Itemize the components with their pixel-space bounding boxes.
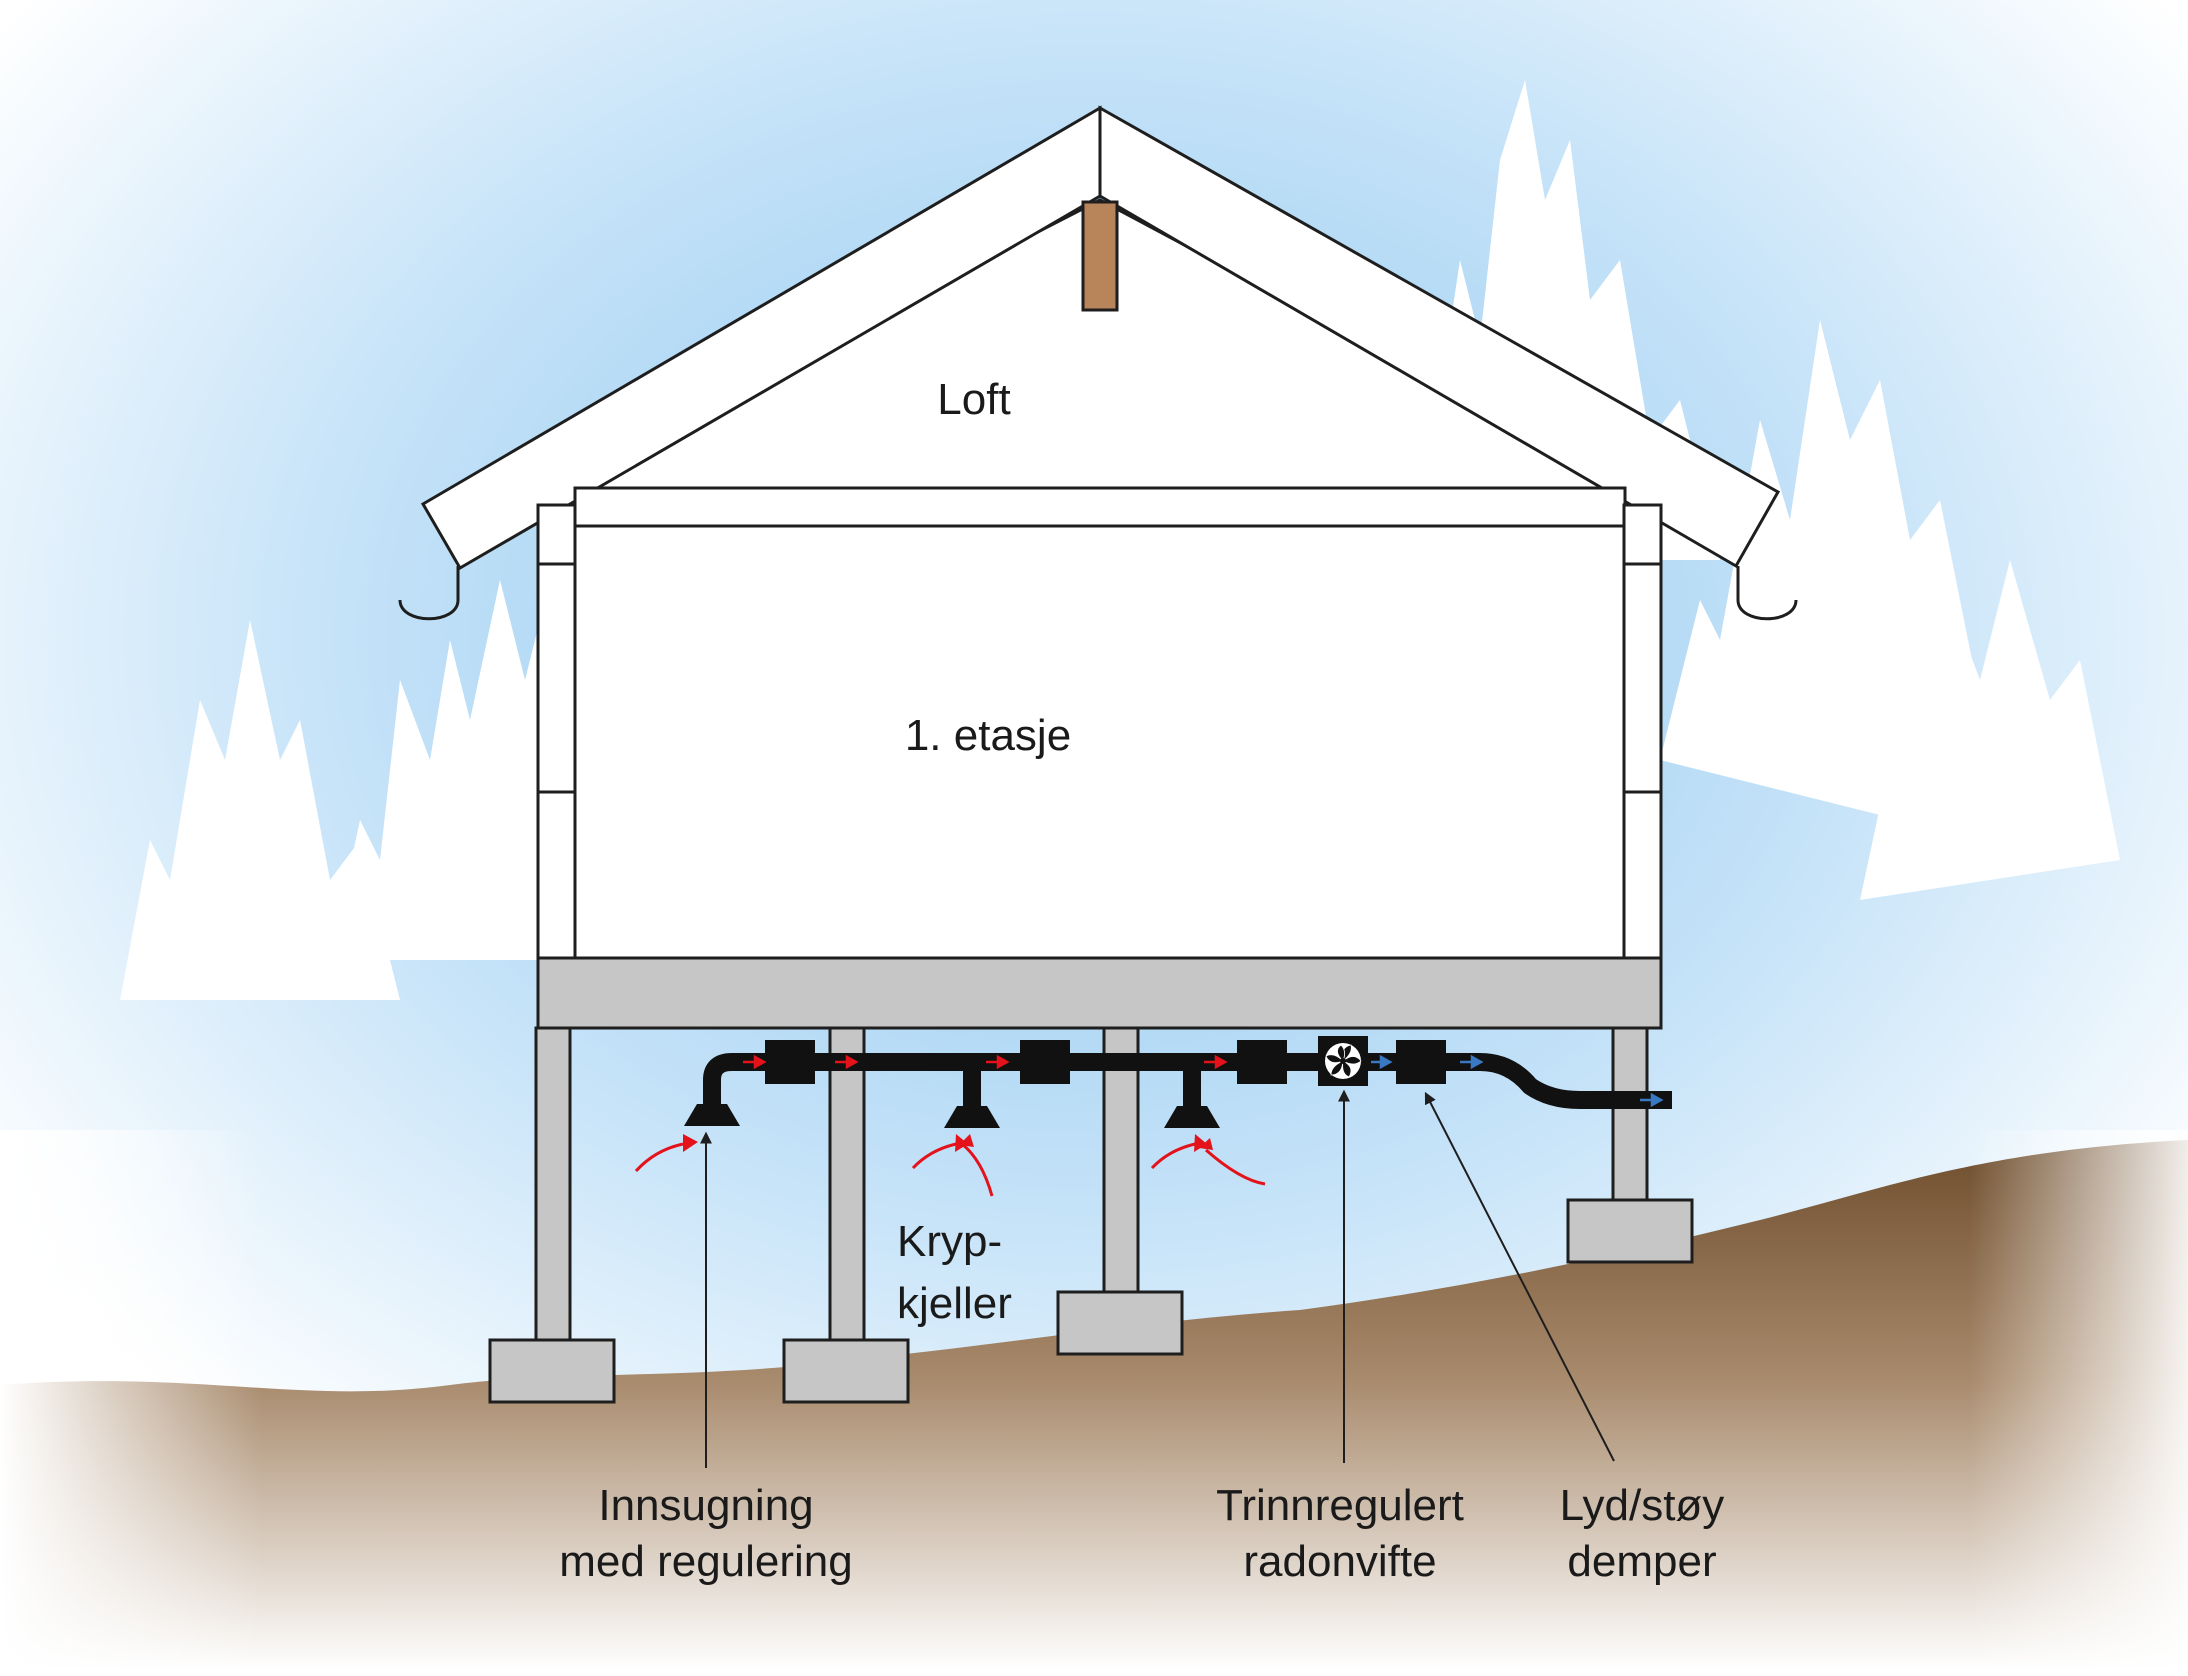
crawlspace-label-line2: kjeller [897, 1279, 1012, 1328]
regulation-valve [765, 1040, 815, 1084]
post [1611, 1026, 1649, 1204]
silencer-leader [1424, 1091, 1615, 1462]
intake-label-line2: med regulering [559, 1537, 853, 1586]
first-floor-label: 1. etasje [905, 711, 1071, 760]
foundation [488, 1026, 1694, 1404]
roof-right [1098, 105, 1781, 569]
footing [1566, 1198, 1694, 1264]
airflow-arrows [743, 1054, 1664, 1108]
branch-duct [1183, 1062, 1201, 1108]
first-floor-room [573, 524, 1626, 962]
footing [488, 1338, 616, 1404]
intake-hood [684, 1104, 740, 1126]
crawlspace-label-line1: Kryp- [897, 1217, 1002, 1266]
footing [1056, 1290, 1184, 1356]
post [1102, 1026, 1140, 1296]
right-wall [1622, 503, 1663, 962]
intake-label-line1: Innsugning [598, 1481, 813, 1530]
main-duct [703, 1053, 1672, 1109]
ceiling-band [573, 486, 1627, 528]
attic-label: Loft [937, 375, 1010, 424]
intake-hood [1164, 1106, 1220, 1128]
floor-beam [536, 956, 1663, 1030]
curved-arrow-icon [683, 1134, 1213, 1152]
fan-icon [1318, 1036, 1368, 1086]
fan-label-line1: Trinnregulert [1216, 1481, 1464, 1530]
radon-duct [684, 1036, 1672, 1128]
silencer-label-line2: demper [1567, 1537, 1716, 1586]
branch-duct [963, 1062, 981, 1108]
fan-label-line2: radonvifte [1243, 1537, 1436, 1586]
post [534, 1026, 572, 1342]
post [828, 1026, 866, 1342]
intake-hood [944, 1106, 1000, 1128]
right-gutter [1736, 566, 1798, 621]
regulation-valve [1020, 1040, 1070, 1084]
silencer-label-line1: Lyd/støy [1560, 1481, 1725, 1530]
regulation-valve [1237, 1040, 1287, 1084]
silencer [1396, 1040, 1446, 1084]
left-wall [536, 503, 577, 962]
ground-fade [0, 1130, 2188, 1671]
ridge-post [1081, 200, 1119, 312]
footing [782, 1338, 910, 1404]
left-gutter [398, 566, 460, 621]
curved-arrow-icon [634, 1142, 1266, 1197]
